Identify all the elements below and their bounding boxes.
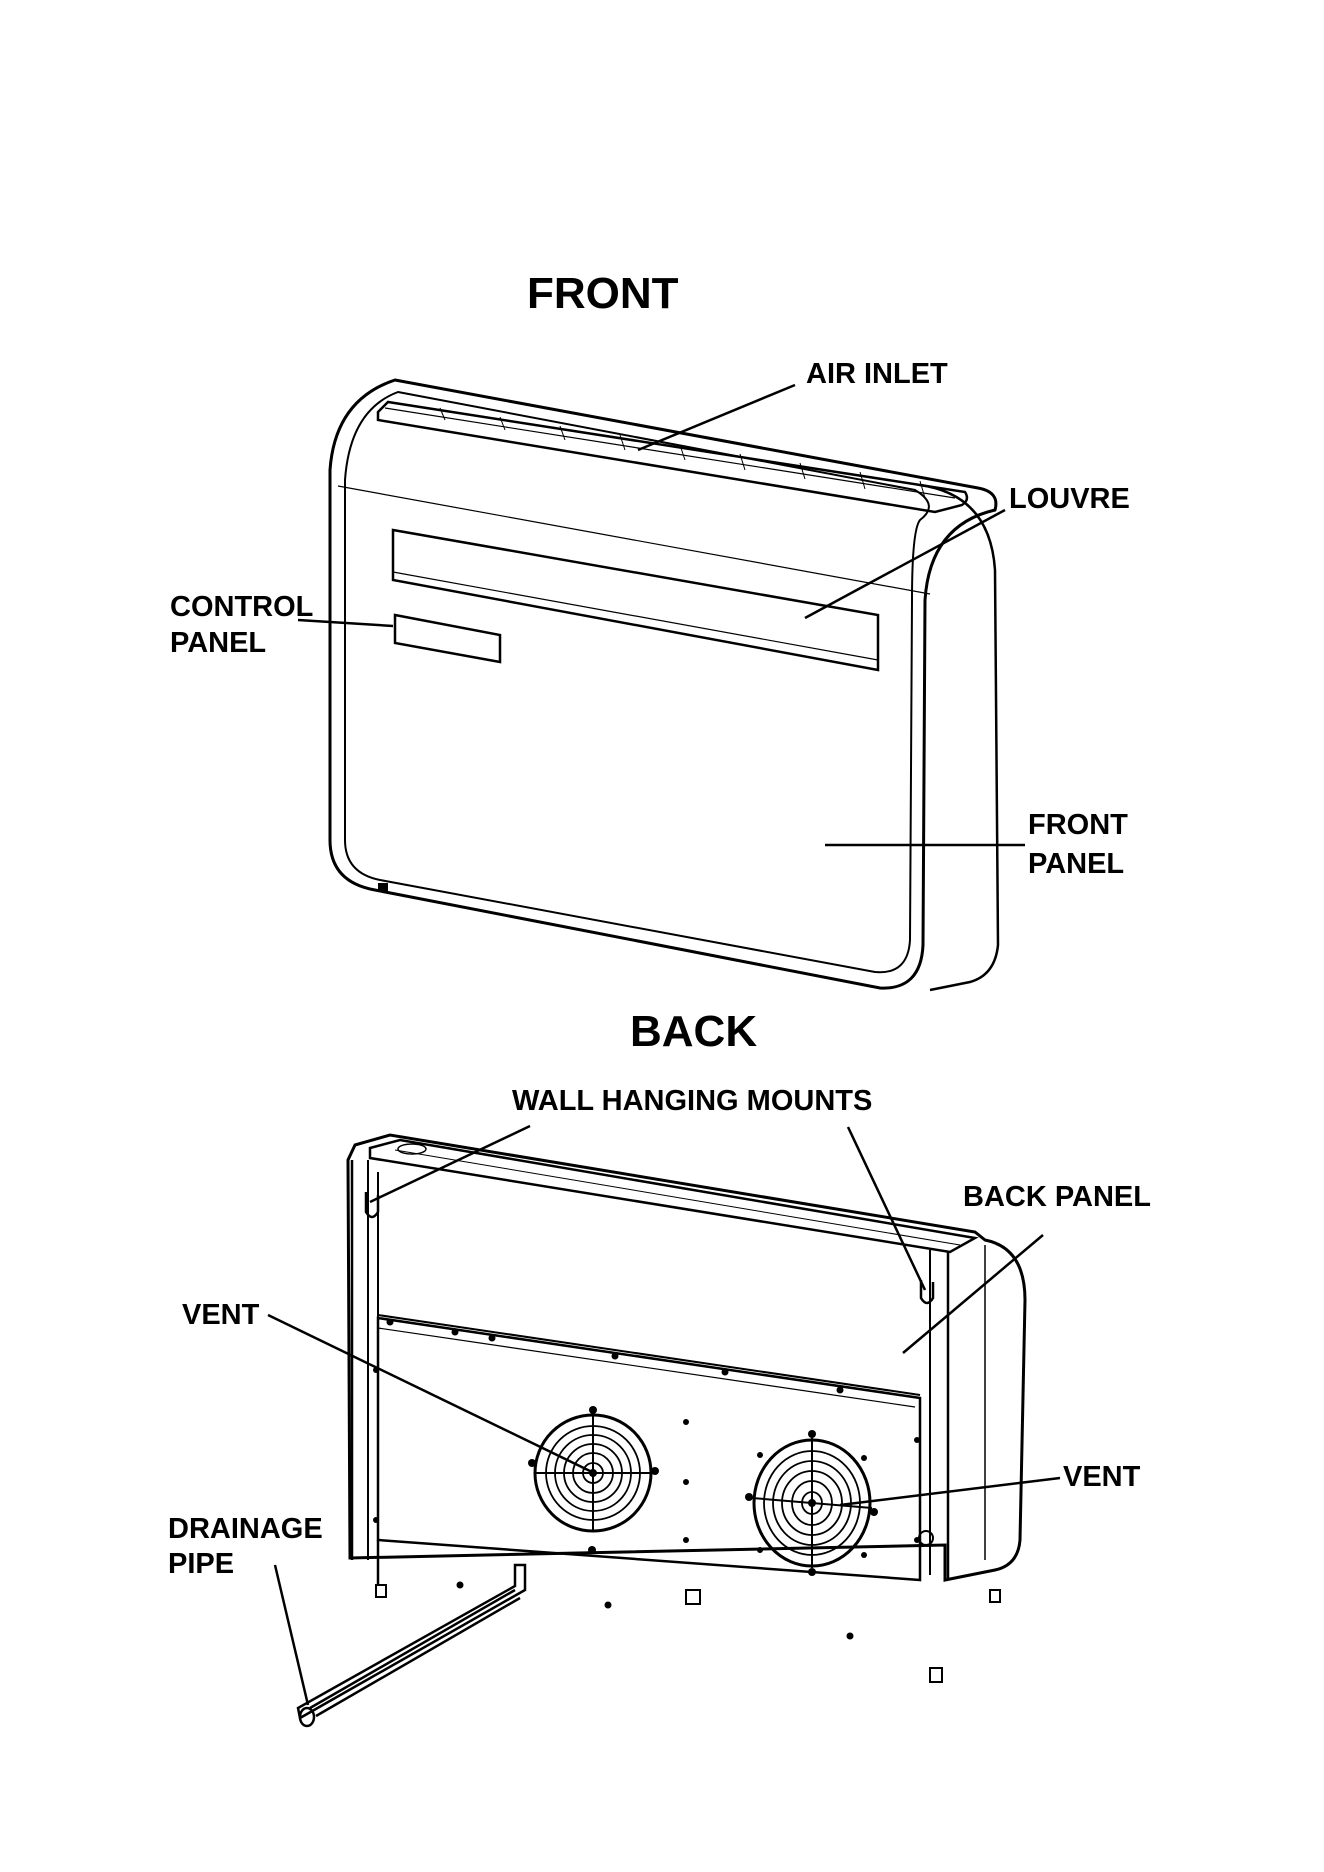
back-unit-body (348, 1135, 1025, 1580)
front-unit-drawing (330, 380, 998, 990)
louvre-slot (393, 530, 878, 670)
front-panel-label-line2: PANEL (1028, 847, 1124, 882)
vent-left-label: VENT (182, 1298, 259, 1333)
drainage-pipe-label-line1: DRAINAGE (168, 1512, 323, 1547)
drainage-pipe-leader (275, 1565, 308, 1705)
front-title: FRONT (527, 272, 679, 316)
back-panel-label: BACK PANEL (963, 1180, 1151, 1215)
wall-mounts-leader-left (370, 1126, 530, 1202)
control-panel-label-line2: PANEL (170, 626, 266, 661)
control-panel-label-line1: CONTROL (170, 590, 313, 625)
louvre-leader (805, 510, 1005, 618)
wall-mounts-leader-right (848, 1127, 925, 1290)
back-top-grille (370, 1140, 975, 1252)
control-panel-window (395, 615, 500, 662)
louvre-label: LOUVRE (1009, 482, 1130, 517)
drainage-pipe-label-line2: PIPE (168, 1547, 234, 1582)
vent-right-label: VENT (1063, 1460, 1140, 1495)
front-unit-body (330, 380, 996, 988)
left-fan-vent (528, 1406, 659, 1554)
back-panel-leader (903, 1235, 1043, 1353)
front-panel (345, 392, 929, 972)
back-title: BACK (630, 1010, 757, 1054)
vent-plate (378, 1318, 920, 1580)
air-inlet-label: AIR INLET (806, 357, 948, 392)
back-unit-drawing (298, 1135, 1025, 1726)
front-panel-label-line1: FRONT (1028, 808, 1128, 843)
air-inlet-grille (378, 402, 967, 512)
wall-hanging-mounts-label: WALL HANGING MOUNTS (512, 1084, 872, 1119)
vent-right-leader (840, 1478, 1060, 1505)
